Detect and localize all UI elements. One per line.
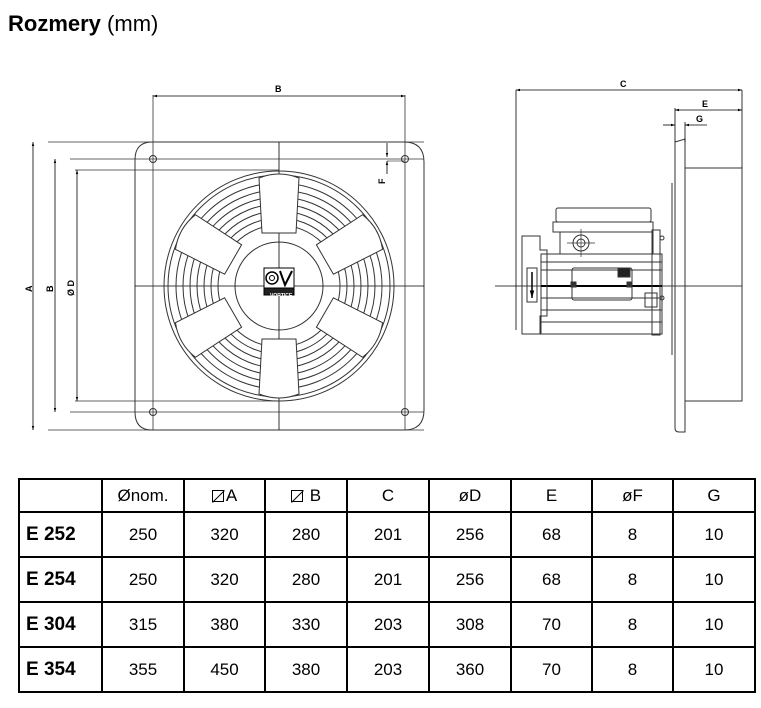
front-view xyxy=(48,95,425,431)
cell-e: 70 xyxy=(510,601,593,648)
cell-e: 70 xyxy=(510,646,593,693)
cell-d: 360 xyxy=(428,646,512,693)
cell-c: 201 xyxy=(346,556,430,603)
cell-a: 380 xyxy=(183,601,266,648)
cell-nominal: 355 xyxy=(101,646,185,693)
dim-label-d: Ø D xyxy=(66,279,76,296)
cell-b: 330 xyxy=(264,601,348,648)
cell-f: 8 xyxy=(591,601,674,648)
cell-e: 68 xyxy=(510,556,593,603)
cell-a: 320 xyxy=(183,556,266,603)
dim-label-a: A xyxy=(24,285,34,292)
dim-label-g: G xyxy=(696,114,703,124)
header-e: E xyxy=(510,478,593,513)
model-cell: E 254 xyxy=(18,556,103,603)
dim-label-b-left: B xyxy=(45,285,55,292)
header-c: C xyxy=(346,478,430,513)
dim-label-f: F xyxy=(377,178,387,184)
cell-nominal: 250 xyxy=(101,511,185,558)
model-cell: E 304 xyxy=(18,601,103,648)
side-view xyxy=(495,138,743,433)
square-section-icon xyxy=(290,489,303,502)
terminal-box xyxy=(555,207,652,223)
cell-g: 10 xyxy=(672,646,756,693)
vortice-logo-icon xyxy=(263,267,295,296)
header-nominal-diameter: Ønom. xyxy=(101,478,185,513)
cell-b: 380 xyxy=(264,646,348,693)
dimension-drawing: VORTICE B A B Ø D F xyxy=(24,79,743,433)
cell-c: 203 xyxy=(346,646,430,693)
table-header-row: Ønom. A B C øD E øF G xyxy=(18,478,756,513)
table-row: E 354 355 450 380 203 360 70 8 10 xyxy=(18,646,756,693)
header-model xyxy=(18,478,103,513)
mounting-hole xyxy=(149,408,157,416)
model-cell: E 252 xyxy=(18,511,103,558)
cell-a: 450 xyxy=(183,646,266,693)
header-f: øF xyxy=(591,478,674,513)
table-row: E 254 250 320 280 201 256 68 8 10 xyxy=(18,556,756,603)
mounting-hole xyxy=(149,155,157,163)
cell-f: 8 xyxy=(591,556,674,603)
fan-ring xyxy=(684,167,743,402)
dimensions-table: Ønom. A B C øD E øF G E 252 250 320 280 … xyxy=(18,478,756,693)
cell-b: 280 xyxy=(264,556,348,603)
cell-c: 201 xyxy=(346,511,430,558)
table-row: E 252 250 320 280 201 256 68 8 10 xyxy=(18,511,756,558)
cell-g: 10 xyxy=(672,511,756,558)
side-plate xyxy=(674,138,686,433)
cell-d: 308 xyxy=(428,601,512,648)
page-title: Rozmery (mm) xyxy=(8,10,158,38)
cell-f: 8 xyxy=(591,646,674,693)
dim-label-e: E xyxy=(702,99,708,109)
cell-g: 10 xyxy=(672,601,756,648)
header-d: øD xyxy=(428,478,512,513)
cell-a: 320 xyxy=(183,511,266,558)
header-a: A xyxy=(183,478,266,513)
cell-d: 256 xyxy=(428,556,512,603)
cell-g: 10 xyxy=(672,556,756,603)
cell-e: 68 xyxy=(510,511,593,558)
logo-text: VORTICE xyxy=(270,293,293,299)
header-g: G xyxy=(672,478,756,513)
square-section-icon xyxy=(211,489,224,502)
title-text: Rozmery xyxy=(8,11,101,36)
cell-f: 8 xyxy=(591,511,674,558)
cell-d: 256 xyxy=(428,511,512,558)
header-b: B xyxy=(264,478,348,513)
cell-c: 203 xyxy=(346,601,430,648)
cell-nominal: 250 xyxy=(101,556,185,603)
cell-nominal: 315 xyxy=(101,601,185,648)
cell-b: 280 xyxy=(264,511,348,558)
dim-label-b-top: B xyxy=(275,84,282,94)
fan-blades xyxy=(174,173,384,399)
model-cell: E 354 xyxy=(18,646,103,693)
title-unit: (mm) xyxy=(107,11,159,36)
dim-label-c: C xyxy=(620,79,627,89)
mounting-hole xyxy=(401,155,409,163)
table-row: E 304 315 380 330 203 308 70 8 10 xyxy=(18,601,756,648)
rear-cover xyxy=(521,235,548,335)
mounting-hole xyxy=(401,408,409,416)
